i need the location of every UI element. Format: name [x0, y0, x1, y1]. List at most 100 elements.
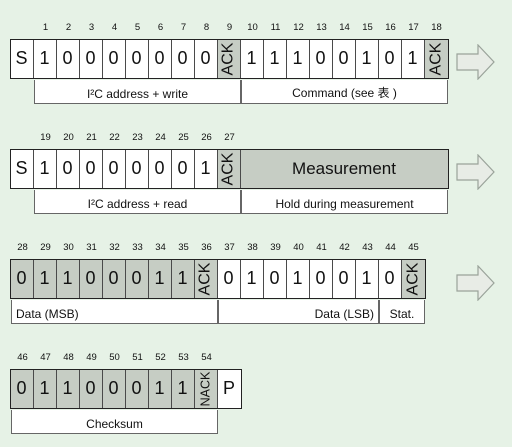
bit-number: 2	[65, 22, 72, 33]
bit-cell: 0	[332, 39, 356, 78]
bit-value: 0	[85, 378, 96, 398]
bit-cell: 0	[102, 369, 126, 408]
bit-number: 34	[155, 242, 166, 253]
bit-number: 38	[247, 242, 258, 253]
start-condition-cell: S	[10, 149, 34, 188]
bit-value: 0	[131, 48, 142, 68]
bit-value: 1	[62, 378, 73, 398]
bit-cell: 0	[102, 39, 126, 78]
bit-number: 14	[339, 22, 350, 33]
bit-cell: 1	[171, 259, 195, 298]
bit-number: 18	[431, 22, 442, 33]
measurement-cell: Measurement	[240, 149, 448, 188]
bit-number: 23	[132, 132, 143, 143]
bit-cell: 1	[148, 369, 172, 408]
continue-arrow-icon	[456, 44, 495, 80]
bit-number: 12	[293, 22, 304, 33]
bit-number: 47	[40, 352, 51, 363]
bit-number: 27	[224, 132, 235, 143]
field-label: Stat.	[379, 299, 425, 324]
bit-number: 50	[109, 352, 120, 363]
bit-number: 19	[40, 132, 51, 143]
bit-value: 0	[108, 378, 119, 398]
bit-value: 1	[39, 378, 50, 398]
bit-cell: 1	[286, 39, 310, 78]
bit-value: 0	[62, 48, 73, 68]
nack-cell: NACK	[194, 369, 218, 408]
bit-cell: 1	[171, 369, 195, 408]
bit-cell: 0	[56, 149, 80, 188]
bit-cell: 0	[309, 259, 333, 298]
bit-value: 1	[292, 268, 303, 288]
bit-cell: 1	[33, 259, 57, 298]
bit-value: 1	[246, 48, 257, 68]
field-label-text: Checksum	[86, 416, 143, 431]
bit-number: 46	[17, 352, 28, 363]
bit-cell: 0	[56, 39, 80, 78]
bit-cell: 1	[240, 39, 264, 78]
bit-value: 1	[177, 378, 188, 398]
bit-number: 26	[201, 132, 212, 143]
bit-cell: 1	[56, 369, 80, 408]
start-condition-cell: S	[10, 39, 34, 78]
bit-value: 0	[384, 48, 395, 68]
bit-value: 0	[108, 48, 119, 68]
bit-value: 1	[200, 158, 211, 178]
bit-number: 16	[385, 22, 396, 33]
bit-number: 36	[201, 242, 212, 253]
nack-label: NACK	[198, 371, 213, 406]
bit-value: 0	[16, 378, 27, 398]
bit-cell: 0	[217, 259, 241, 298]
bit-number: 22	[109, 132, 120, 143]
bit-number: 52	[155, 352, 166, 363]
bit-cell: 0	[125, 149, 149, 188]
bit-cell: 0	[10, 259, 34, 298]
bit-value: P	[222, 378, 235, 398]
field-label-text: Data (MSB)	[16, 306, 79, 321]
ack-label: ACK	[196, 262, 214, 295]
bit-cell: 0	[171, 39, 195, 78]
bit-cell: 0	[194, 39, 218, 78]
bit-value: 0	[62, 158, 73, 178]
bit-number: 24	[155, 132, 166, 143]
bit-number: 5	[134, 22, 141, 33]
bit-number: 4	[111, 22, 118, 33]
bit-cell: 1	[286, 259, 310, 298]
field-label: Data (MSB)	[11, 299, 218, 324]
bit-number: 8	[203, 22, 210, 33]
bit-value: S	[15, 48, 28, 68]
ack-label: ACK	[219, 152, 237, 185]
measurement-label: Measurement	[292, 158, 396, 178]
ack-label: ACK	[219, 42, 237, 75]
bit-value: 0	[131, 378, 142, 398]
field-label: Command (see 表 )	[241, 79, 448, 104]
bit-number: 13	[316, 22, 327, 33]
bit-value: 1	[154, 268, 165, 288]
bit-value: 0	[16, 268, 27, 288]
bit-value: 0	[315, 268, 326, 288]
bit-cell: 0	[79, 369, 103, 408]
bit-value: 1	[39, 48, 50, 68]
bit-number: 20	[63, 132, 74, 143]
bit-value: 1	[407, 48, 418, 68]
bit-number: 49	[86, 352, 97, 363]
bit-number: 45	[408, 242, 419, 253]
bit-cell: 1	[401, 39, 425, 78]
bit-number: 39	[270, 242, 281, 253]
bit-value: 1	[361, 48, 372, 68]
bit-cell: 0	[125, 369, 149, 408]
field-label-text: I²C address + write	[86, 86, 189, 101]
bit-cell: 0	[102, 259, 126, 298]
bit-cell: 0	[148, 39, 172, 78]
field-label-text: Stat.	[389, 306, 415, 321]
continue-arrow-icon	[456, 265, 495, 301]
bit-cell: 0	[79, 259, 103, 298]
bit-value: 1	[177, 268, 188, 288]
bit-value: 1	[361, 268, 372, 288]
field-label: I²C address + write	[34, 79, 241, 104]
bit-number: 37	[224, 242, 235, 253]
bit-value: 0	[85, 158, 96, 178]
